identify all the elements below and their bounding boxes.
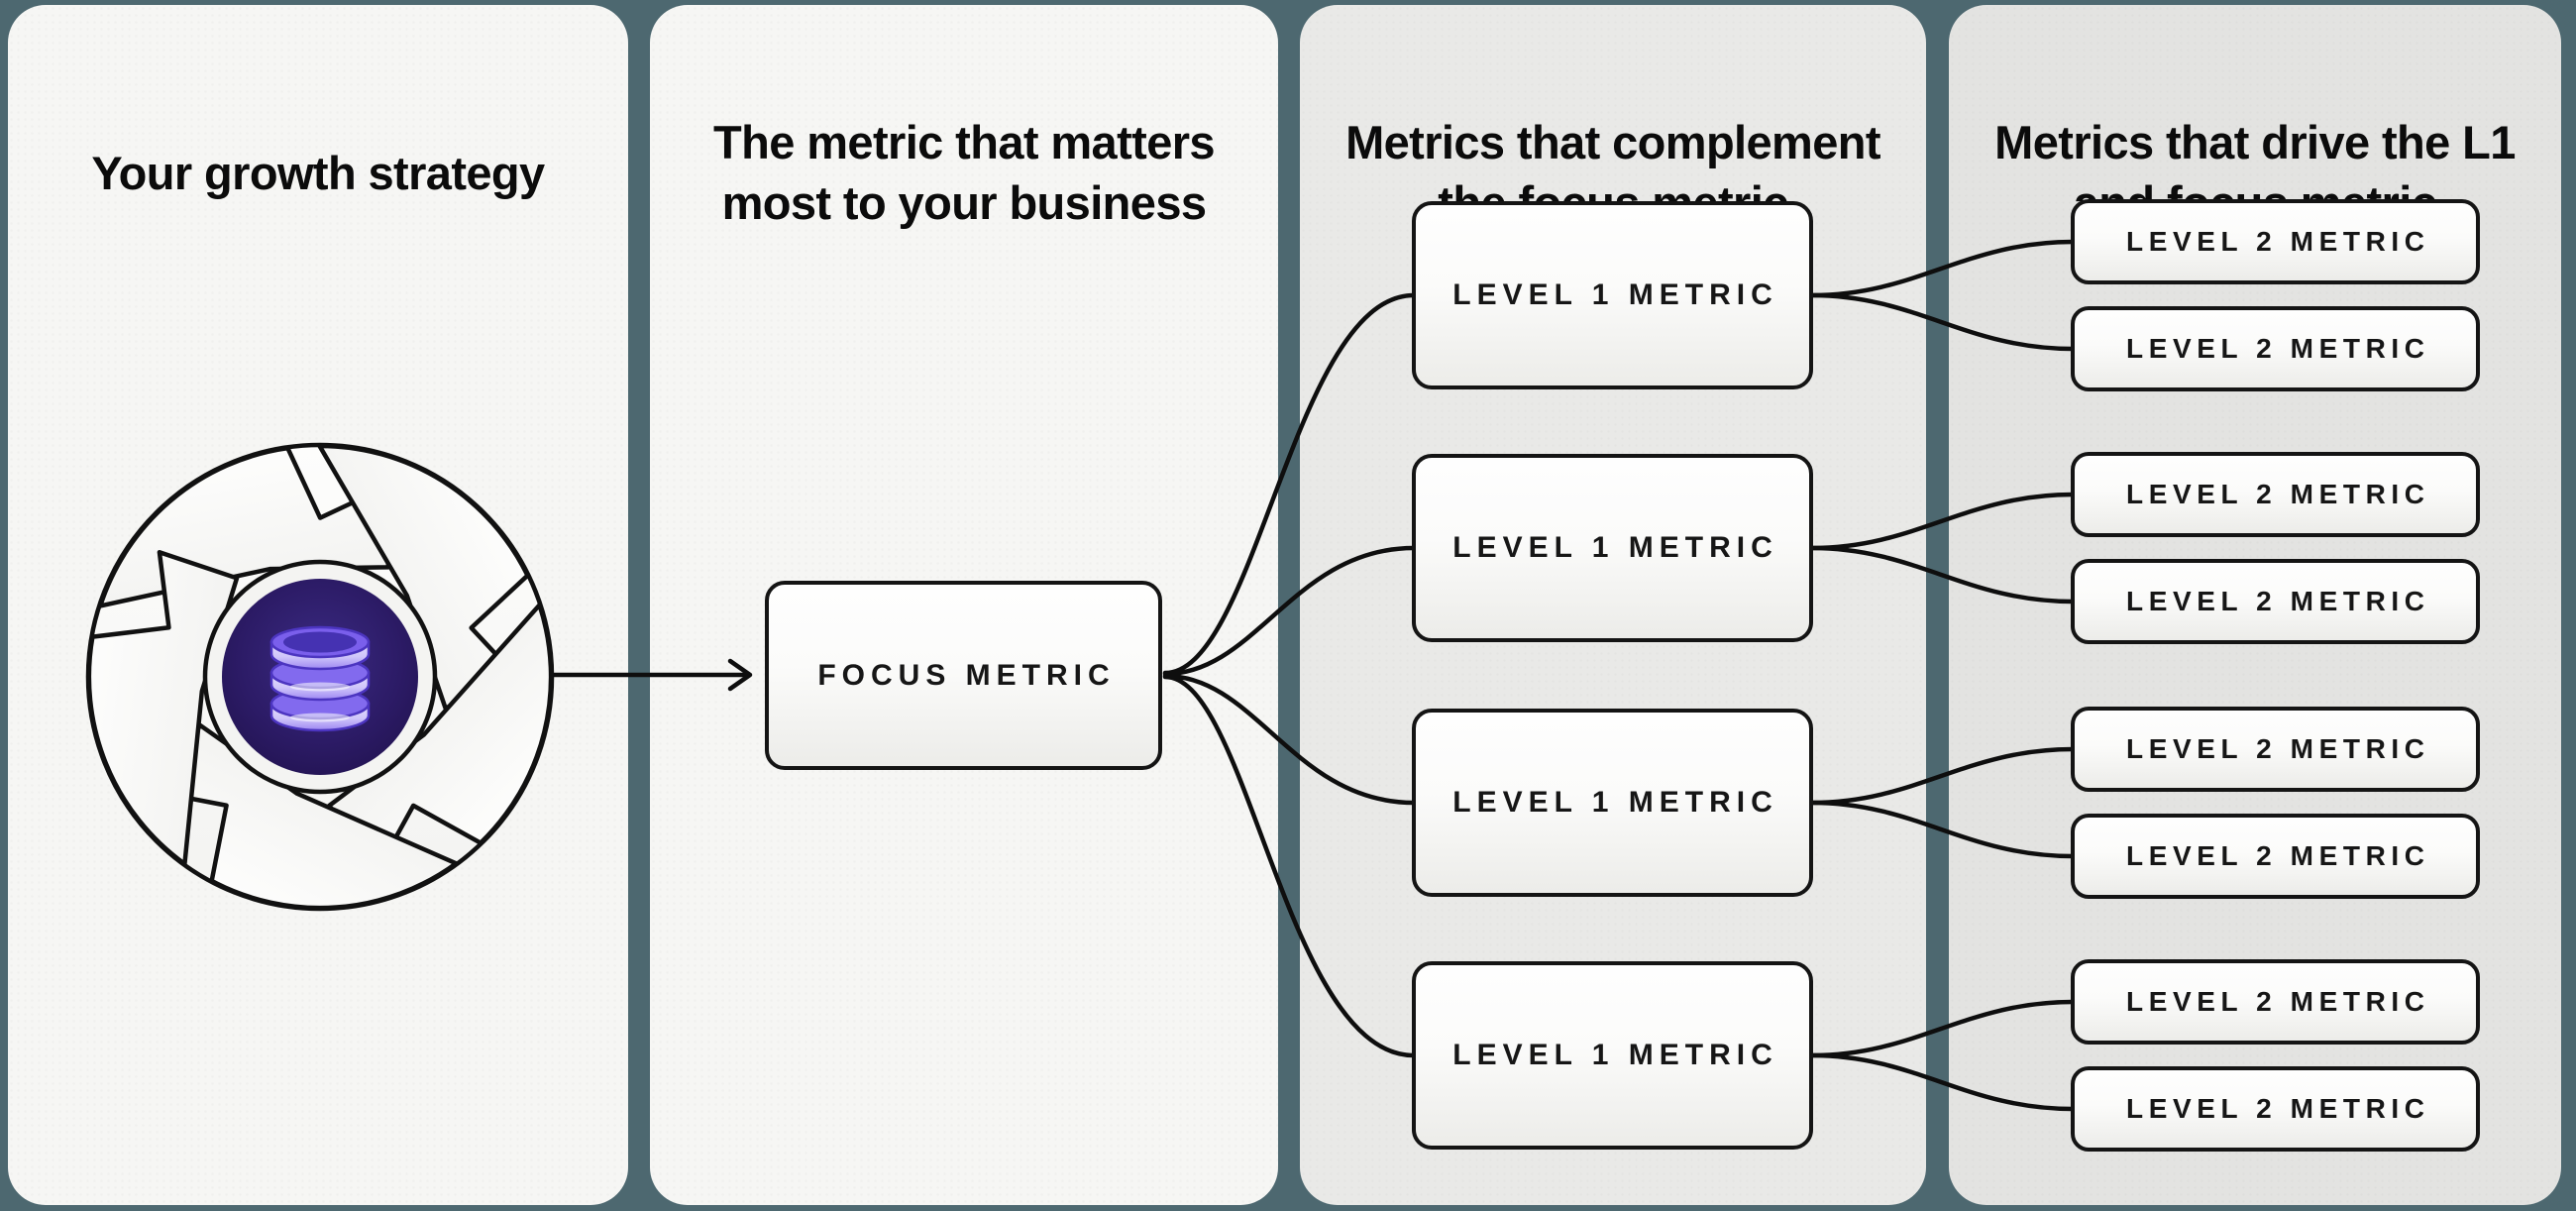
level2-metric-node: LEVEL 2 METRIC xyxy=(2071,452,2480,537)
level2-metric-label: LEVEL 2 METRIC xyxy=(2126,1093,2430,1124)
level1-metric-label: LEVEL 1 METRIC xyxy=(1452,531,1778,564)
title-line: Your growth strategy xyxy=(91,146,545,199)
title-line: The metric that matters xyxy=(713,116,1216,168)
level1-metric-label: LEVEL 1 METRIC xyxy=(1452,786,1778,819)
title-line: most to your business xyxy=(721,176,1207,229)
level1-metric-node: LEVEL 1 METRIC xyxy=(1412,454,1813,642)
level2-metric-node: LEVEL 2 METRIC xyxy=(2071,959,2480,1045)
title-line: Metrics that drive the L1 xyxy=(1994,116,2516,168)
level1-metric-node: LEVEL 1 METRIC xyxy=(1412,201,1813,389)
level2-metric-label: LEVEL 2 METRIC xyxy=(2126,333,2430,364)
focus-metric-label: FOCUS METRIC xyxy=(817,658,1116,692)
level2-metric-label: LEVEL 2 METRIC xyxy=(2126,586,2430,616)
growth-cycle-aperture-icon xyxy=(85,442,555,912)
panel-title-growth-strategy: Your growth strategy xyxy=(8,107,628,238)
connectors-l1-to-l2 xyxy=(1809,239,2076,1112)
level2-metric-node: LEVEL 2 METRIC xyxy=(2071,306,2480,391)
focus-metric-node: FOCUS METRIC xyxy=(765,581,1162,770)
panel-title-focus-metric: The metric that matters most to your bus… xyxy=(650,107,1278,238)
title-line: Metrics that complement xyxy=(1345,116,1880,168)
arrow-strategy-to-focus xyxy=(548,658,753,692)
level1-metric-label: LEVEL 1 METRIC xyxy=(1452,1039,1778,1071)
level2-metric-node: LEVEL 2 METRIC xyxy=(2071,814,2480,899)
level2-metric-node: LEVEL 2 METRIC xyxy=(2071,559,2480,644)
aperture-blades xyxy=(86,443,554,911)
level2-metric-label: LEVEL 2 METRIC xyxy=(2126,986,2430,1017)
level2-metric-node: LEVEL 2 METRIC xyxy=(2071,1066,2480,1152)
level2-metric-label: LEVEL 2 METRIC xyxy=(2126,840,2430,871)
level2-metric-label: LEVEL 2 METRIC xyxy=(2126,479,2430,509)
level1-metric-label: LEVEL 1 METRIC xyxy=(1452,278,1778,311)
level2-metric-label: LEVEL 2 METRIC xyxy=(2126,733,2430,764)
level2-metric-label: LEVEL 2 METRIC xyxy=(2126,226,2430,257)
connectors-focus-to-l1 xyxy=(1162,292,1417,1058)
database-icon xyxy=(269,625,371,732)
level1-metric-node: LEVEL 1 METRIC xyxy=(1412,961,1813,1150)
level2-metric-node: LEVEL 2 METRIC xyxy=(2071,707,2480,792)
level1-metric-node: LEVEL 1 METRIC xyxy=(1412,709,1813,897)
level2-metric-node: LEVEL 2 METRIC xyxy=(2071,199,2480,284)
